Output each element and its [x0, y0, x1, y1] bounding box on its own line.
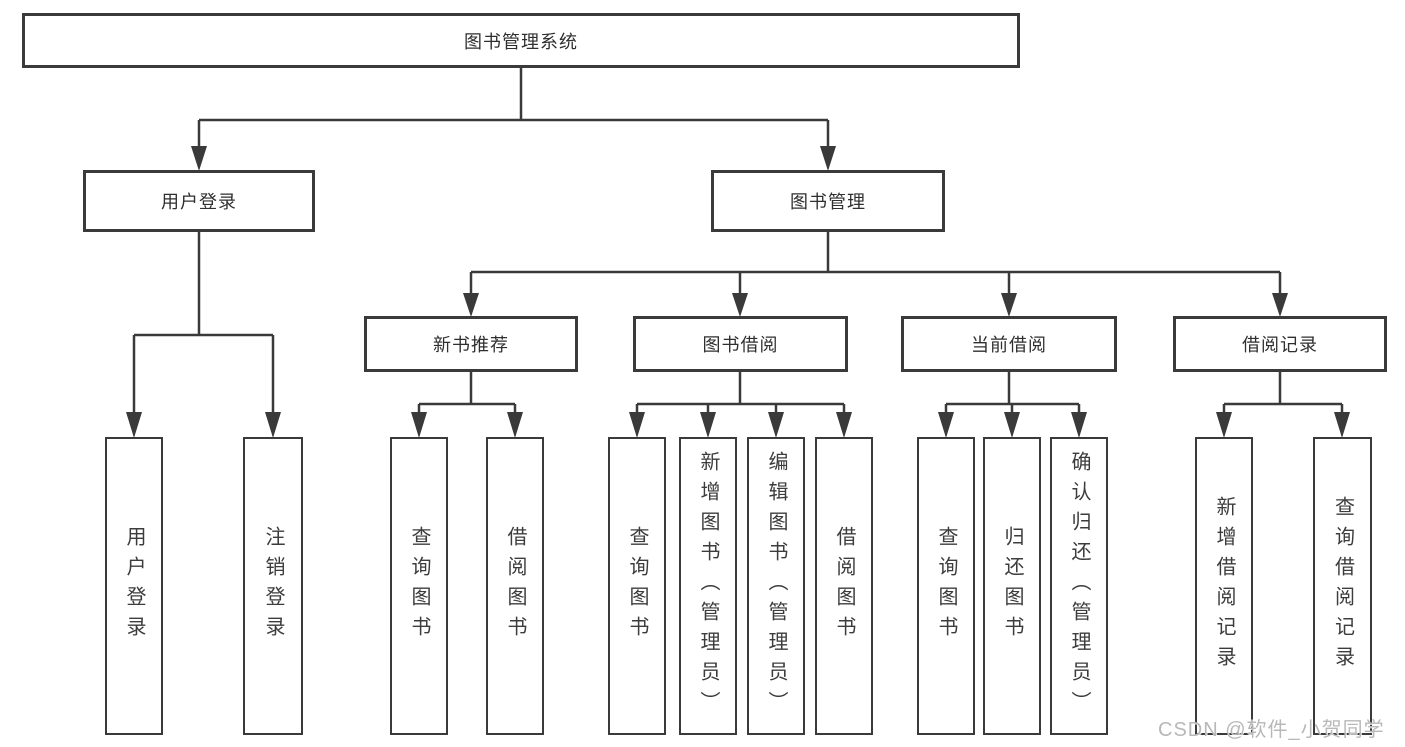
leaf-add-borrow-record-label: 新增借阅记录: [1213, 496, 1235, 676]
node-current-borrowing-label: 当前借阅: [971, 335, 1047, 355]
leaf-edit-books-admin: 编辑图书（管理员）: [747, 437, 805, 735]
node-book-borrowing-label: 图书借阅: [702, 335, 779, 355]
leaf-return-books-label: 归还图书: [1001, 526, 1023, 646]
leaf-user-login: 用户登录: [105, 437, 163, 735]
connector-root-to-level2: [191, 68, 836, 171]
leaf-query-borrow-record-label: 查询借阅记录: [1331, 496, 1354, 676]
leaf-return-books: 归还图书: [983, 437, 1041, 735]
leaf-query-books-2: 查询图书: [608, 437, 666, 735]
leaf-logout: 注销登录: [243, 437, 303, 735]
leaf-add-books-admin: 新增图书（管理员）: [679, 437, 737, 735]
connector-book-mgmt-to-level3: [463, 232, 1288, 317]
leaf-borrow-books-2: 借阅图书: [815, 437, 873, 735]
leaf-query-borrow-record: 查询借阅记录: [1313, 437, 1372, 735]
node-current-borrowing: 当前借阅: [901, 316, 1117, 372]
node-root: 图书管理系统: [22, 13, 1020, 68]
node-user-login: 用户登录: [83, 170, 315, 232]
connector-current-borrow-to-leaves: [938, 372, 1087, 438]
leaf-confirm-return-admin: 确认归还（管理员）: [1050, 437, 1108, 735]
leaf-query-books-1: 查询图书: [390, 437, 448, 735]
leaf-edit-books-admin-label: 编辑图书（管理员）: [765, 451, 787, 721]
leaf-add-books-admin-label: 新增图书（管理员）: [697, 451, 719, 721]
node-new-book-recommend: 新书推荐: [364, 316, 578, 372]
node-borrow-records-label: 借阅记录: [1242, 335, 1318, 355]
connector-borrow-records-to-leaves: [1216, 372, 1350, 438]
connector-user-login-to-leaves: [126, 232, 281, 438]
leaf-add-borrow-record: 新增借阅记录: [1195, 437, 1253, 735]
leaf-query-books-2-label: 查询图书: [626, 526, 648, 646]
node-book-borrowing: 图书借阅: [633, 316, 848, 372]
leaf-query-books-3: 查询图书: [917, 437, 975, 735]
node-new-book-recommend-label: 新书推荐: [433, 335, 509, 355]
leaf-borrow-books-1: 借阅图书: [486, 437, 544, 735]
leaf-confirm-return-admin-label: 确认归还（管理员）: [1068, 451, 1090, 721]
leaf-query-books-1-label: 查询图书: [408, 526, 430, 646]
csdn-watermark: CSDN @软件_小贺同学: [1158, 719, 1385, 741]
leaf-user-login-label: 用户登录: [123, 526, 145, 646]
node-borrow-records: 借阅记录: [1173, 316, 1387, 372]
node-user-login-label: 用户登录: [161, 192, 237, 212]
connector-book-borrow-to-leaves: [629, 372, 852, 438]
leaf-logout-label: 注销登录: [262, 526, 284, 646]
node-book-management-label: 图书管理: [790, 192, 866, 212]
node-book-management: 图书管理: [711, 170, 945, 232]
leaf-query-books-3-label: 查询图书: [935, 526, 957, 646]
node-root-label: 图书管理系统: [464, 31, 578, 52]
leaf-borrow-books-2-label: 借阅图书: [833, 526, 855, 646]
leaf-borrow-books-1-label: 借阅图书: [504, 526, 526, 646]
connector-new-book-rec-to-leaves: [411, 372, 523, 438]
